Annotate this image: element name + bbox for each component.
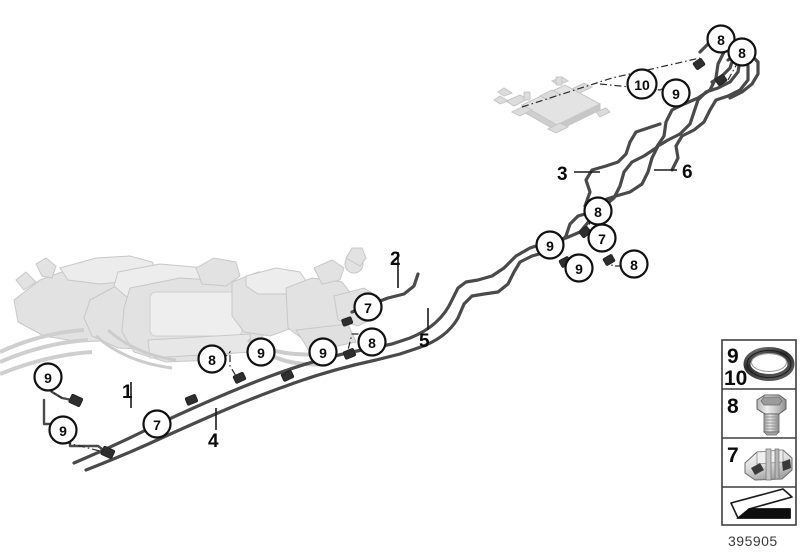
fluid-lines [42,40,760,472]
svg-text:7: 7 [598,231,606,247]
callout-8-a: 8 [197,344,227,374]
legend-num-7: 7 [727,444,739,467]
svg-text:9: 9 [672,86,680,102]
svg-text:8: 8 [717,32,725,48]
svg-text:8: 8 [738,45,746,61]
svg-text:9: 9 [59,423,67,439]
svg-text:10: 10 [634,77,650,93]
line-4 [84,50,726,472]
line-3 [583,122,662,208]
cooler-module-ghost [493,76,611,134]
callout-8-e: 8 [706,24,736,54]
callout-7-a: 7 [142,409,172,439]
line-6 [670,52,750,172]
svg-text:8: 8 [594,204,602,220]
plain-label-1: 2 [390,249,401,270]
plain-label-3: 4 [208,431,219,452]
callout-8-d: 8 [619,249,649,279]
svg-text:8: 8 [630,257,638,273]
svg-text:9: 9 [319,345,327,361]
plain-label-5: 6 [682,162,693,183]
legend-num-10: 10 [724,367,747,390]
hex-bolt-icon [756,394,787,436]
plain-label-4: 5 [419,331,430,352]
callout-9-f: 9 [564,253,594,283]
svg-text:7: 7 [153,417,161,433]
callout-9-e: 9 [535,230,565,260]
plain-number-leaders [130,169,677,430]
direction-arrow-icon [730,488,793,519]
callout-9-c: 9 [246,337,276,367]
legend-panel: 9 10 8 7 [721,339,797,526]
svg-text:8: 8 [208,352,216,368]
callout-8-b: 8 [357,327,387,357]
svg-text:9: 9 [257,345,265,361]
o-ring-icon [743,347,795,381]
callout-9-a: 9 [33,362,63,392]
svg-text:9: 9 [44,370,52,386]
pipe-clamp-icon [744,448,793,481]
svg-text:8: 8 [368,335,376,351]
legend-num-9: 9 [727,345,739,368]
svg-text:9: 9 [546,238,554,254]
plain-label-0: 1 [122,382,133,403]
callout-9-g: 9 [661,78,691,108]
callout-7-c: 7 [587,223,617,253]
callout-10-a: 10 [626,68,658,100]
callout-9-d: 9 [308,337,338,367]
callout-9-b: 9 [48,415,78,445]
svg-text:9: 9 [575,261,583,277]
svg-text:7: 7 [364,300,372,316]
callout-7-b: 7 [353,292,383,322]
callout-8-c: 8 [583,196,613,226]
pipe-fittings [68,58,728,459]
plain-label-2: 3 [557,164,568,185]
part-number: 395905 [728,533,778,549]
callout-8-f: 8 [727,37,757,67]
legend-num-8: 8 [727,395,739,418]
plain-number-labels: 1 2 3 4 5 6 [122,162,693,452]
circled-callouts: 9 9 7 8 9 9 8 7 9 8 7 9 8 10 9 8 [33,24,757,445]
engine-ghost-illustration [0,247,381,376]
